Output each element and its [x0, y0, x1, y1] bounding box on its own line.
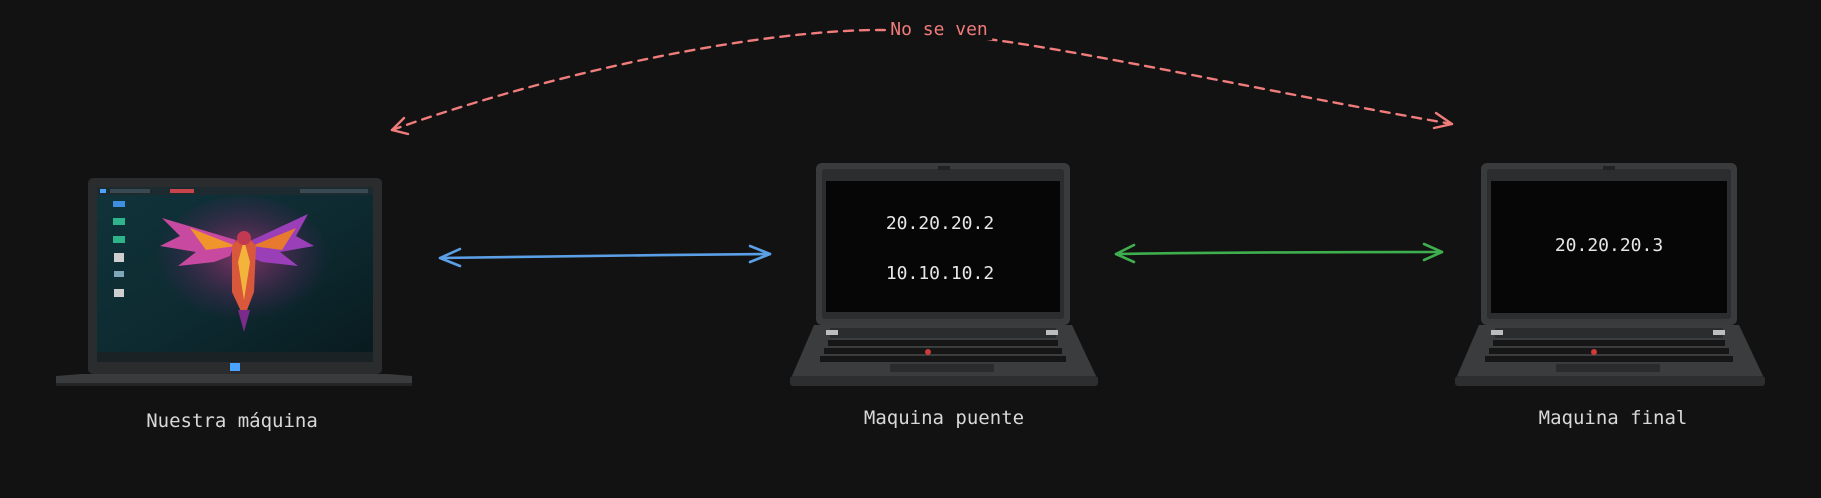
final-ip: 20.20.20.3 [1554, 235, 1664, 256]
thinkpad-laptop-icon [790, 163, 1098, 386]
no-visibility-arrow [390, 28, 1454, 136]
node-label-final: Maquina final [1538, 407, 1688, 429]
node-label-bridge: Maquina puente [863, 407, 1025, 429]
link-arrow-ours-bridge [438, 244, 772, 268]
thinkpad-laptop-icon [1455, 163, 1765, 386]
link-arrow-bridge-final [1114, 242, 1444, 264]
bridge-ip-2: 10.10.10.2 [885, 263, 995, 284]
kali-laptop-icon [56, 178, 412, 386]
no-visibility-label: No se ven [886, 19, 992, 40]
bridge-ip-1: 20.20.20.2 [885, 213, 995, 234]
node-label-ours: Nuestra máquina [146, 410, 318, 432]
